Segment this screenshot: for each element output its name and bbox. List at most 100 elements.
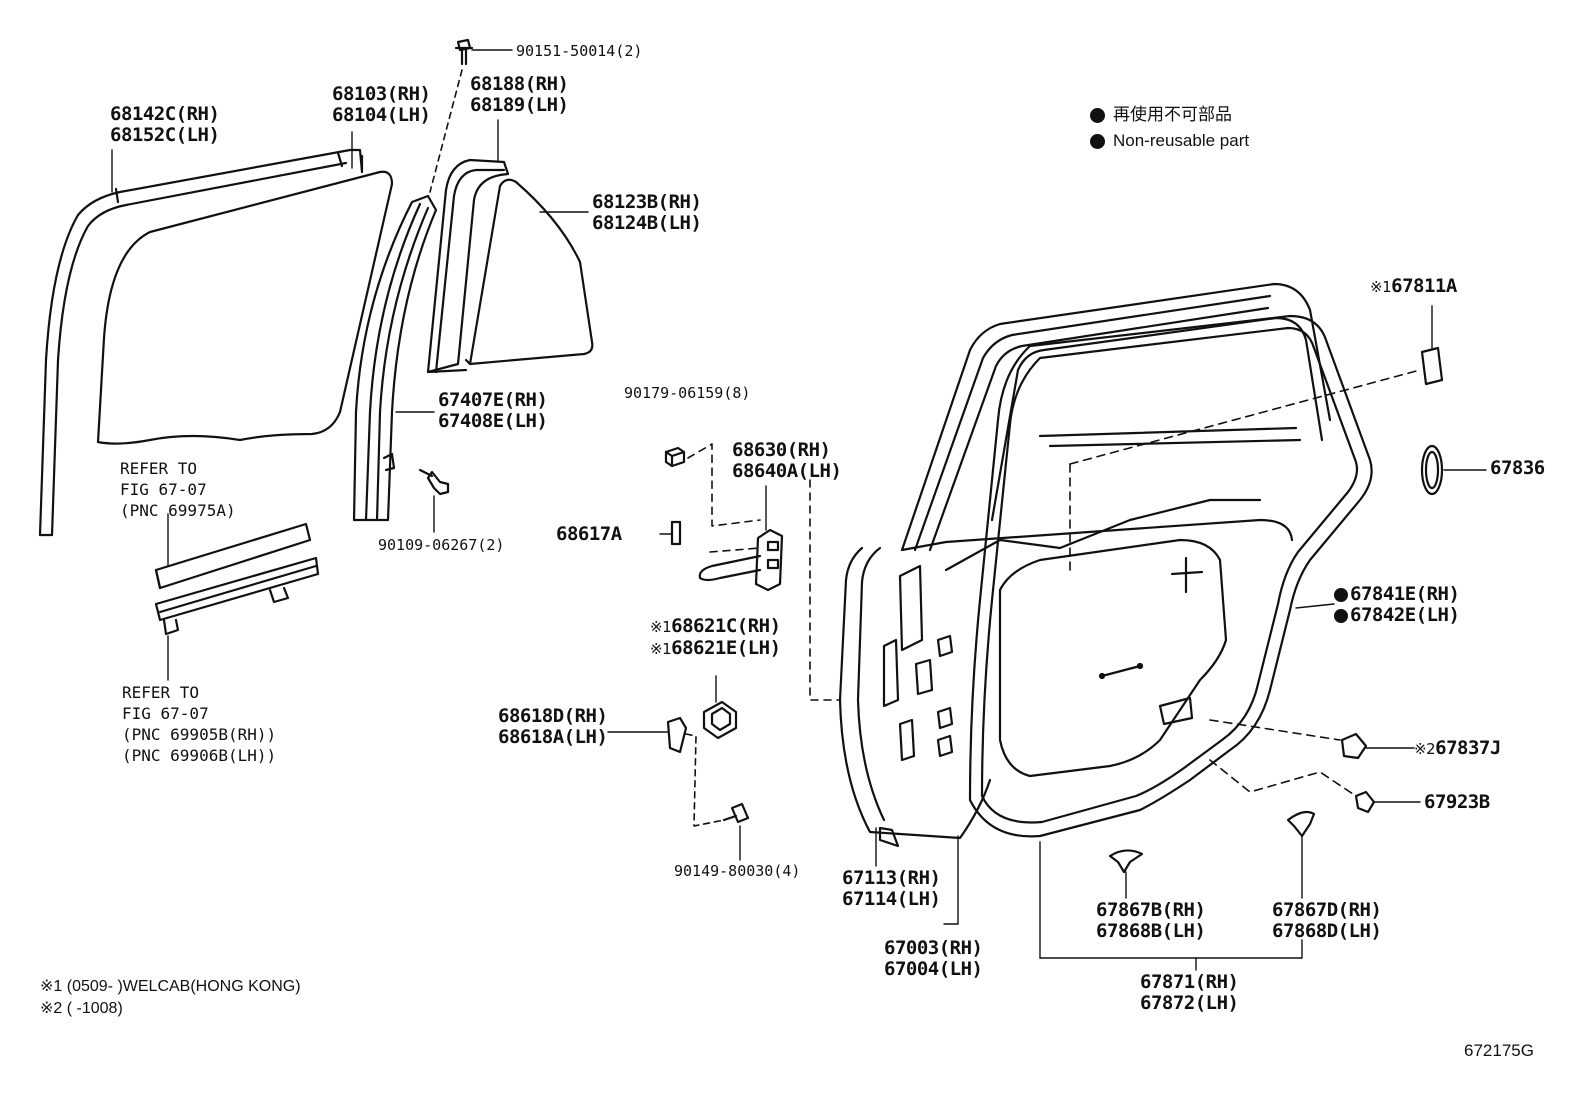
plug-67811a bbox=[1420, 305, 1444, 386]
note-mark: ※1 bbox=[650, 618, 672, 636]
belt-moulding-outer bbox=[154, 556, 320, 636]
part-number: 68123B(RH) bbox=[592, 191, 702, 213]
refer-fig-1: REFER TO FIG 67-07 (PNC 69975A) bbox=[120, 458, 236, 521]
part-number: 67113(RH) bbox=[842, 867, 941, 889]
part-number: 67842E(LH) bbox=[1350, 604, 1460, 626]
label-67867b: 67867B(RH) 67868B(LH) bbox=[1096, 899, 1206, 942]
part-number: 68104(LH) bbox=[332, 104, 431, 126]
label-67003: 67003(RH) 67004(LH) bbox=[884, 937, 983, 980]
part-number: 67407E(RH) bbox=[438, 389, 548, 411]
ref-line: (PNC 69905B(RH)) bbox=[122, 725, 277, 744]
part-number: 68124B(LH) bbox=[592, 212, 702, 234]
legend-jp: 再使用不可部品 bbox=[1113, 105, 1232, 124]
label-67811a: ※167811A bbox=[1370, 276, 1457, 298]
note-mark: ※2 bbox=[1414, 740, 1436, 758]
figure-id: 672175G bbox=[1464, 1041, 1534, 1060]
ref-line: (PNC 69975A) bbox=[120, 501, 236, 520]
label-68618: 68618D(RH) 68618A(LH) bbox=[498, 705, 608, 748]
ref-line: (PNC 69906B(LH)) bbox=[122, 746, 277, 765]
label-67837j: ※267837J bbox=[1414, 738, 1501, 760]
note-mark: ※1 bbox=[1370, 278, 1392, 296]
part-number: 67871(RH) bbox=[1140, 971, 1239, 993]
part-number: 67872(LH) bbox=[1140, 992, 1239, 1014]
belt-moulding-inner bbox=[154, 522, 312, 590]
label-68142c: 68142C(RH) 68152C(LH) bbox=[110, 103, 220, 146]
label-68617a: 68617A bbox=[556, 523, 622, 545]
non-reusable-dot-icon bbox=[1334, 608, 1348, 623]
part-number: 67841E(RH) bbox=[1350, 583, 1460, 605]
label-68630: 68630(RH) 68640A(LH) bbox=[732, 439, 842, 482]
part-number: 67867B(RH) bbox=[1096, 899, 1206, 921]
label-67923b: 67923B bbox=[1424, 791, 1490, 813]
part-number: 67868D(LH) bbox=[1272, 920, 1382, 942]
glass-run-channel bbox=[38, 148, 364, 537]
ref-line: REFER TO bbox=[122, 683, 200, 702]
legend: 再使用不可部品 Non-reusable part bbox=[1090, 104, 1249, 152]
bolt-90151 bbox=[454, 38, 474, 66]
nut-90179 bbox=[664, 446, 686, 468]
ref-line: REFER TO bbox=[120, 459, 198, 478]
door-check bbox=[698, 528, 784, 592]
screw-90149 bbox=[722, 802, 750, 824]
non-reusable-dot-icon bbox=[1334, 587, 1348, 602]
label-68621: ※168621C(RH) ※168621E(LH) bbox=[650, 616, 781, 660]
part-number: 68142C(RH) bbox=[110, 103, 220, 125]
part-number: 67408E(LH) bbox=[438, 410, 548, 432]
ref-line: FIG 67-07 bbox=[122, 704, 209, 723]
label-68188: 68188(RH) 68189(LH) bbox=[470, 73, 569, 116]
clip-67837j bbox=[1340, 732, 1415, 760]
window-channel bbox=[352, 194, 438, 522]
part-number: 68103(RH) bbox=[332, 83, 431, 105]
label-67407e: 67407E(RH) 67408E(LH) bbox=[438, 389, 548, 432]
part-number: 67003(RH) bbox=[884, 937, 983, 959]
bullet-dot-icon bbox=[1090, 108, 1105, 124]
label-90109: 90109-06267(2) bbox=[378, 536, 505, 554]
note-mark: ※1 bbox=[650, 640, 672, 658]
bolt-90109 bbox=[418, 468, 450, 496]
part-number: 67114(LH) bbox=[842, 888, 941, 910]
pin-68617a bbox=[659, 520, 682, 546]
label-68103: 68103(RH) 68104(LH) bbox=[332, 83, 431, 126]
part-number: 68618D(RH) bbox=[498, 705, 608, 727]
door-glass bbox=[96, 154, 394, 445]
part-number: 67811A bbox=[1391, 275, 1457, 297]
label-90179: 90179-06159(8) bbox=[624, 384, 751, 402]
clip-67923b bbox=[1354, 790, 1421, 814]
label-67836: 67836 bbox=[1490, 457, 1545, 479]
label-67871: 67871(RH) 67872(LH) bbox=[1140, 971, 1239, 1014]
label-68123b: 68123B(RH) 68124B(LH) bbox=[592, 191, 702, 234]
part-number: 68189(LH) bbox=[470, 94, 569, 116]
label-67867d: 67867D(RH) 67868D(LH) bbox=[1272, 899, 1382, 942]
footnote-2: ※2 ( -1008) bbox=[40, 1000, 123, 1017]
label-67113: 67113(RH) 67114(LH) bbox=[842, 867, 941, 910]
quarter-window bbox=[426, 158, 594, 374]
legend-en: Non-reusable part bbox=[1113, 131, 1250, 150]
part-number: 68621C(RH) bbox=[671, 615, 781, 637]
label-90149: 90149-80030(4) bbox=[674, 862, 801, 880]
part-number: 67004(LH) bbox=[884, 958, 983, 980]
footnote-1: ※1 (0509- )WELCAB(HONG KONG) bbox=[40, 978, 301, 995]
part-number: 68640A(LH) bbox=[732, 460, 842, 482]
clip-67867b bbox=[1108, 849, 1144, 899]
footnotes: ※1 (0509- )WELCAB(HONG KONG) ※2 ( -1008) bbox=[40, 976, 301, 1020]
part-number: 68188(RH) bbox=[470, 73, 569, 95]
striker bbox=[647, 716, 688, 754]
label-90151: 90151-50014(2) bbox=[516, 42, 643, 60]
door-weatherstrip bbox=[968, 314, 1373, 838]
part-number: 67867D(RH) bbox=[1272, 899, 1382, 921]
part-number: 68152C(LH) bbox=[110, 124, 220, 146]
refer-fig-2: REFER TO FIG 67-07 (PNC 69905B(RH)) (PNC… bbox=[122, 682, 276, 766]
part-number: 67837J bbox=[1435, 737, 1501, 759]
clip-67867d bbox=[1286, 810, 1316, 899]
striker-plate bbox=[702, 675, 738, 740]
part-number: 67868B(LH) bbox=[1096, 920, 1206, 942]
bullet-dot-icon bbox=[1090, 134, 1105, 150]
plug-67836 bbox=[1420, 444, 1487, 496]
part-number: 68630(RH) bbox=[732, 439, 831, 461]
part-number: 68621E(LH) bbox=[671, 637, 781, 659]
label-67841e: 67841E(RH) 67842E(LH) bbox=[1334, 583, 1460, 626]
part-number: 68618A(LH) bbox=[498, 726, 608, 748]
rear-door-panel bbox=[838, 282, 1332, 848]
